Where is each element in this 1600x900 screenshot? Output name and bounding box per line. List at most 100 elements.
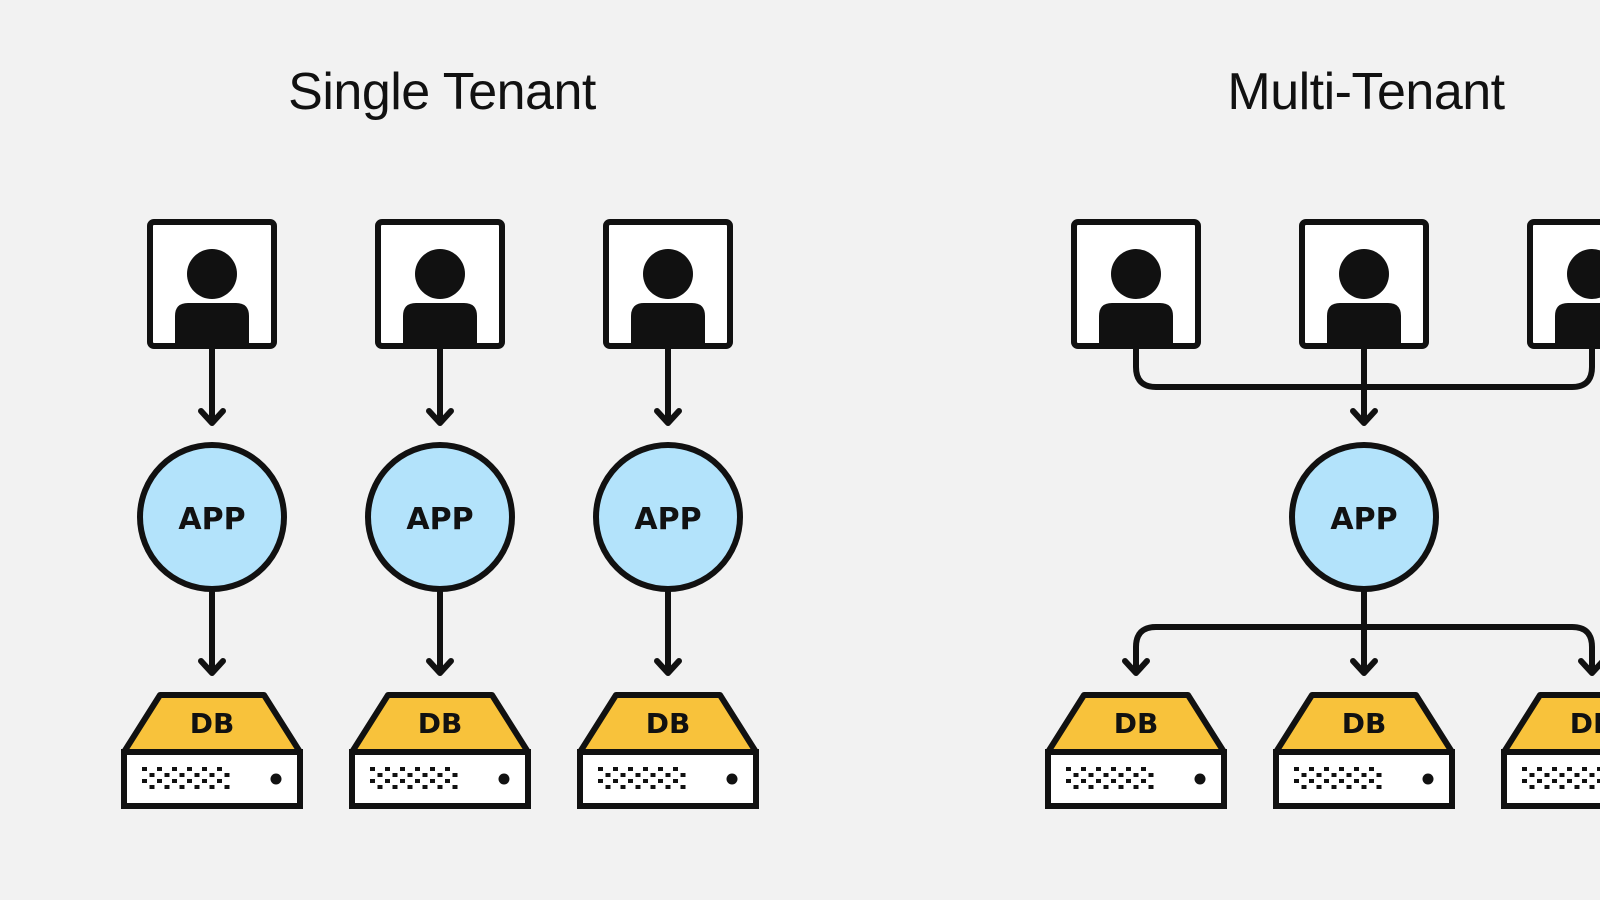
vent-dot	[1331, 773, 1337, 777]
vent-dot	[370, 779, 375, 783]
arrow-head	[426, 658, 454, 676]
vent-dot	[635, 773, 641, 777]
vent-dot	[620, 773, 626, 777]
vent-dot	[1346, 773, 1352, 777]
vent-dot	[1331, 785, 1337, 789]
arrow-head	[198, 658, 226, 676]
vent-dot	[1597, 779, 1600, 783]
vent-dot	[452, 785, 458, 789]
db-led	[1422, 773, 1434, 785]
vent-dot	[1589, 785, 1595, 789]
arrow-head	[1122, 658, 1150, 676]
vent-dot	[1111, 779, 1116, 783]
vent-dot	[1376, 785, 1382, 789]
db-vent	[1522, 767, 1600, 789]
vent-dot	[1574, 773, 1580, 777]
arrow-head	[1350, 408, 1378, 426]
vent-dot	[1559, 773, 1565, 777]
vent-dot	[377, 785, 383, 789]
vent-dot	[400, 767, 405, 771]
database-icon: DB	[1045, 692, 1227, 809]
vent-dot	[605, 785, 611, 789]
vent-dot	[1529, 773, 1535, 777]
vent-dot	[1324, 779, 1329, 783]
vent-dot	[217, 779, 222, 783]
db-label: DB	[646, 707, 691, 740]
vent-dot	[194, 773, 200, 777]
vent-dot	[620, 785, 626, 789]
vent-dot	[1316, 785, 1322, 789]
vent-dot	[1339, 779, 1344, 783]
user-head	[643, 249, 693, 299]
vent-dot	[1118, 785, 1124, 789]
vent-dot	[665, 773, 671, 777]
vent-dot	[422, 785, 428, 789]
arrow-head	[654, 658, 682, 676]
vent-dot	[1081, 767, 1086, 771]
user-head	[1111, 249, 1161, 299]
vent-dot	[1361, 785, 1367, 789]
vent-dot	[209, 773, 215, 777]
app-node: APP	[1289, 442, 1439, 592]
db-label: DB	[418, 707, 463, 740]
arrow	[1350, 589, 1378, 676]
vent-dot	[172, 779, 177, 783]
vent-dot	[172, 767, 177, 771]
db-label: DB	[1114, 707, 1159, 740]
vent-dot	[1574, 785, 1580, 789]
vent-dot	[1141, 767, 1146, 771]
vent-dot	[1354, 767, 1359, 771]
vent-dot	[194, 785, 200, 789]
vent-dot	[437, 773, 443, 777]
vent-dot	[430, 779, 435, 783]
database-icon: DB	[349, 692, 531, 809]
vent-dot	[1529, 785, 1535, 789]
vent-dot	[149, 773, 155, 777]
vent-dot	[598, 767, 603, 771]
db-label: DB	[1342, 707, 1387, 740]
vent-dot	[377, 773, 383, 777]
user-body	[1099, 303, 1173, 343]
user-icon	[147, 219, 277, 349]
vent-dot	[1552, 779, 1557, 783]
arrow	[198, 589, 226, 676]
arrow	[198, 346, 226, 426]
vent-dot	[1316, 773, 1322, 777]
arrow-head	[654, 408, 682, 426]
vent-dot	[1066, 767, 1071, 771]
vent-dot	[1118, 773, 1124, 777]
vent-dot	[658, 779, 663, 783]
vent-dot	[149, 785, 155, 789]
vent-dot	[187, 767, 192, 771]
app-node: APP	[365, 442, 515, 592]
vent-dot	[643, 779, 648, 783]
database-icon: DB	[121, 692, 303, 809]
db-vent	[598, 767, 686, 789]
vent-dot	[445, 779, 450, 783]
vent-dot	[628, 767, 633, 771]
vent-dot	[1073, 785, 1079, 789]
arrow	[426, 589, 454, 676]
vent-dot	[1361, 773, 1367, 777]
app-node: APP	[593, 442, 743, 592]
vent-dot	[415, 779, 420, 783]
app-label: APP	[1330, 502, 1397, 537]
db-led	[1194, 773, 1206, 785]
vent-dot	[385, 767, 390, 771]
db-vent	[142, 767, 230, 789]
arrow	[654, 346, 682, 426]
user-icon	[375, 219, 505, 349]
arrow-head	[426, 408, 454, 426]
db-vent	[370, 767, 458, 789]
vent-dot	[1559, 785, 1565, 789]
vent-dot	[1141, 779, 1146, 783]
arrow	[654, 589, 682, 676]
db-vent	[1294, 767, 1382, 789]
vent-dot	[1073, 773, 1079, 777]
database-icon: DB	[1501, 692, 1600, 809]
vent-dot	[658, 767, 663, 771]
vent-dot	[1582, 767, 1587, 771]
vent-dot	[1552, 767, 1557, 771]
